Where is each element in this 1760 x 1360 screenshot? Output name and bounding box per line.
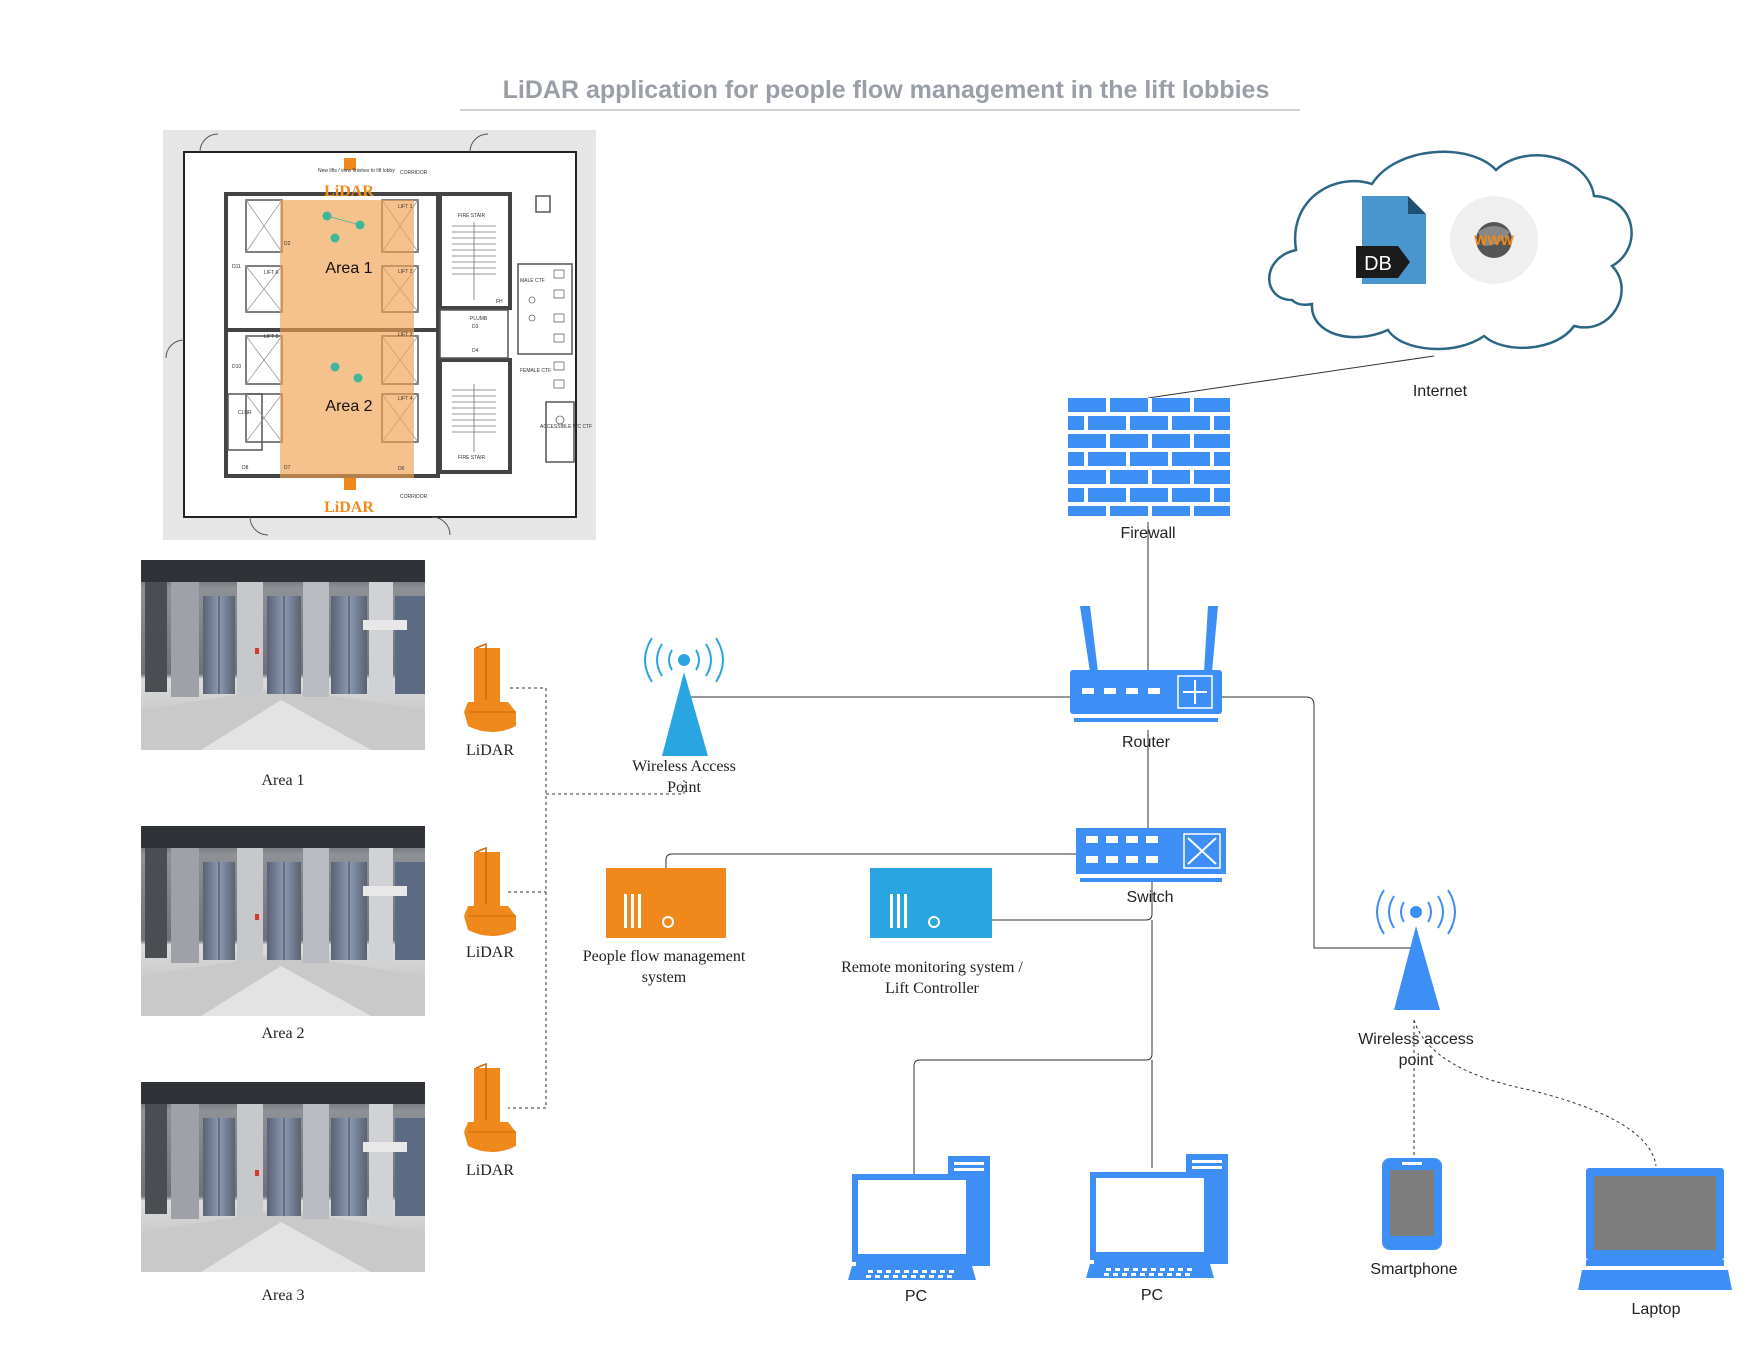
- fp-door-d8: D8: [242, 465, 249, 471]
- fp-fire-stair-bottom: FIRE STAIR: [458, 455, 486, 461]
- fp-lidar-bottom: LiDAR: [324, 499, 374, 516]
- fp-door-d3: D3: [472, 324, 479, 330]
- fp-door-d2: D2: [284, 241, 291, 247]
- switch-icon: [1076, 828, 1226, 882]
- pc-2-icon: [1086, 1154, 1228, 1278]
- internet-cloud: [1268, 150, 1633, 351]
- fp-room-fh: FH: [496, 299, 503, 305]
- fp-corridor-bottom: CORRIDOR: [400, 494, 428, 500]
- fp-door-d7: D7: [284, 465, 291, 471]
- fp-room-female: FEMALE CTF: [520, 368, 551, 374]
- fp-door-d10: D10: [232, 364, 241, 370]
- www-globe-icon: WWW: [1450, 196, 1538, 284]
- lobby-photo-2: [140, 825, 426, 1017]
- rms-label-line2: Lift Controller: [885, 980, 979, 997]
- laptop-label: Laptop: [1632, 1301, 1681, 1318]
- diagram-title: LiDAR application for people flow manage…: [503, 76, 1270, 104]
- lidar-sensor-2-icon: [464, 846, 516, 936]
- lobby-highlight: [280, 200, 414, 478]
- wireless-ap-right-icon: [1376, 889, 1456, 1010]
- fp-lift-6: LIFT 6: [264, 270, 279, 276]
- fp-lift-3: LIFT 3: [398, 332, 413, 338]
- floor-plan: LiDAR LiDAR Area 1 Area 2 CORRIDOR CORRI…: [163, 130, 596, 540]
- wireless-ap-left-label-line2: Point: [667, 779, 701, 796]
- fp-room-clnr: CLNR: [238, 410, 252, 416]
- lidar-sensor-3-label: LiDAR: [466, 1162, 514, 1179]
- firewall-label: Firewall: [1120, 525, 1175, 542]
- internet-label: Internet: [1413, 383, 1468, 400]
- pc-2-label: PC: [1141, 1287, 1163, 1304]
- pc-1-label: PC: [905, 1288, 927, 1305]
- switch-label: Switch: [1126, 889, 1173, 906]
- lidar-sensor-2-label: LiDAR: [466, 944, 514, 961]
- fp-lift-1: LIFT 1: [398, 204, 413, 210]
- fp-lidar-top: LiDAR: [324, 183, 374, 200]
- lobby-caption-3: Area 3: [261, 1287, 304, 1304]
- lidar-sensor-3-icon: [464, 1062, 516, 1152]
- fp-area-2: Area 2: [325, 398, 372, 415]
- pc-1-icon: [848, 1156, 990, 1280]
- solid-links: [665, 355, 1435, 1176]
- pfm-label-line2: system: [642, 969, 687, 986]
- smartphone-label: Smartphone: [1370, 1261, 1457, 1278]
- fp-fire-stair-top: FIRE STAIR: [458, 213, 486, 219]
- fp-lift-2: LIFT 2: [398, 269, 413, 275]
- fp-lift-4: LIFT 4: [398, 396, 413, 402]
- firewall-icon: [1068, 398, 1230, 516]
- pfm-server-icon: [606, 868, 726, 938]
- lobby-photo-1: [140, 559, 426, 751]
- fp-door-d4: D4: [472, 348, 479, 354]
- wireless-ap-right-label-line2: point: [1399, 1052, 1434, 1069]
- fp-door-d6: D6: [398, 466, 405, 472]
- wireless-ap-left-icon: [644, 637, 724, 756]
- rms-server-icon: [870, 868, 992, 938]
- lidar-sensor-1-icon: [464, 642, 516, 732]
- lobby-caption-2: Area 2: [261, 1025, 304, 1042]
- database-icon: DB: [1356, 196, 1426, 284]
- fp-corridor-top: CORRIDOR: [400, 170, 428, 176]
- laptop-icon: [1578, 1168, 1732, 1290]
- database-label: DB: [1364, 253, 1392, 275]
- smartphone-icon: [1382, 1158, 1442, 1250]
- fp-note: New lifts / view finishes to lift lobby: [318, 168, 395, 174]
- fp-room-plumb: PLUMB: [470, 316, 488, 322]
- lidar-marker-bottom: [344, 478, 356, 490]
- router-label: Router: [1122, 734, 1171, 751]
- www-label: WWW: [1474, 232, 1514, 248]
- wireless-ap-right-label-line1: Wireless access: [1358, 1031, 1474, 1048]
- dashed-links: [508, 687, 1657, 1167]
- fp-lift-5: LIFT 5: [264, 334, 279, 340]
- fp-door-d11: D11: [232, 264, 241, 270]
- wireless-ap-left-label-line1: Wireless Access: [632, 758, 736, 775]
- lobby-caption-1: Area 1: [261, 772, 304, 789]
- lobby-photo-3: [140, 1081, 426, 1273]
- fp-room-male: MALE CTF: [520, 278, 545, 284]
- router-icon: [1070, 606, 1222, 722]
- rms-label-line1: Remote monitoring system /: [841, 959, 1023, 976]
- lidar-sensor-1-label: LiDAR: [466, 742, 514, 759]
- pfm-label-line1: People flow management: [583, 948, 746, 965]
- fp-room-accessible: ACCESSIBLE WC CTF: [540, 424, 592, 430]
- fp-area-1: Area 1: [325, 260, 372, 277]
- lidar-marker-top: [344, 158, 356, 170]
